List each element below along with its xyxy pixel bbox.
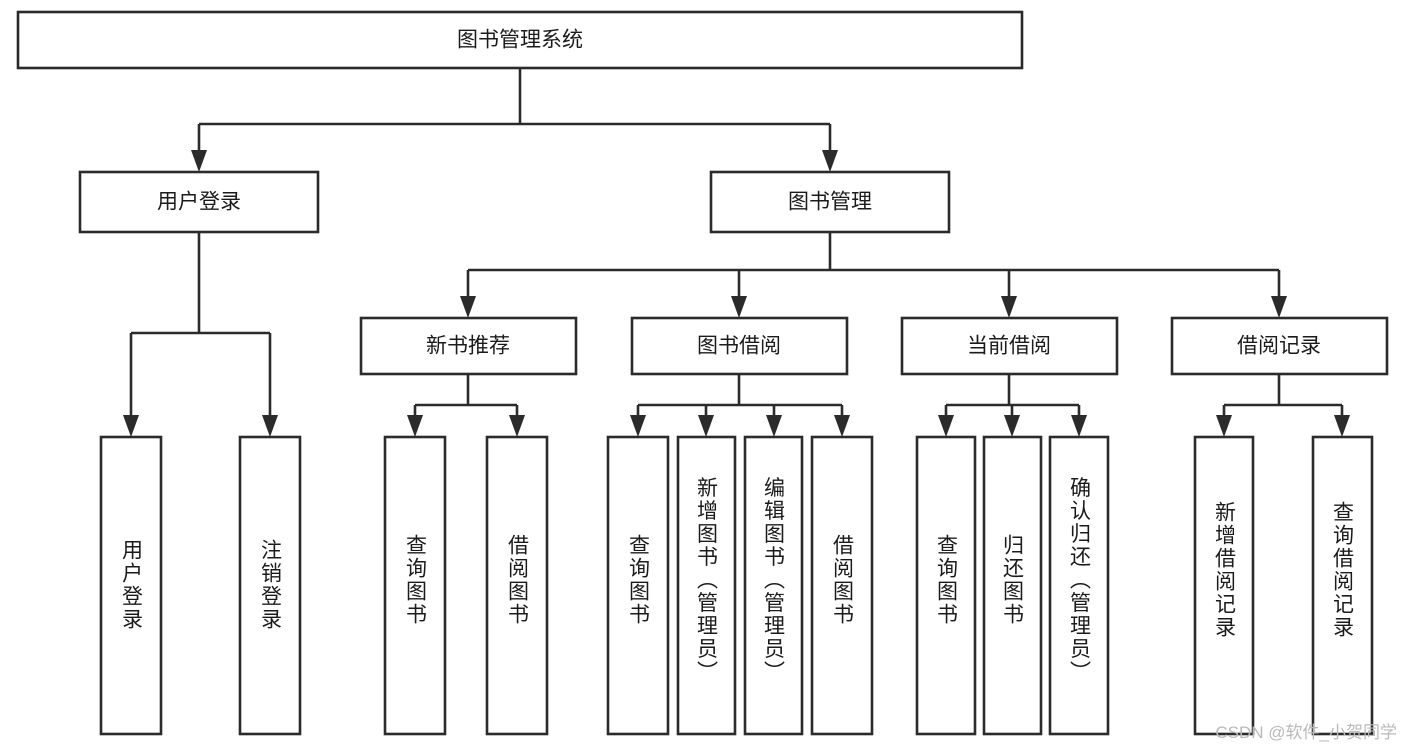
node-borrow-record-box[interactable]	[1170, 316, 1389, 376]
node-current-borrow-label: 当前借阅	[967, 335, 1051, 358]
arrow-head-bb-borrow-book	[834, 415, 850, 437]
node-leaf-nbr-query-book-label: 查询图书	[404, 534, 428, 626]
node-current-borrow[interactable]: 当前借阅	[900, 316, 1119, 376]
node-leaf-bb-borrow-book-box[interactable]	[810, 435, 874, 736]
node-leaf-nbr-query-book[interactable]: 查询图书	[383, 435, 447, 736]
arrow-head-current-borrow	[1001, 296, 1017, 318]
node-leaf-br-query-record-label: 查询借阅记录	[1331, 501, 1355, 639]
node-borrow-record[interactable]: 借阅记录	[1170, 316, 1389, 376]
node-leaf-user-login[interactable]: 用户登录	[99, 435, 163, 736]
node-leaf-nbr-borrow-book-box[interactable]	[485, 435, 549, 736]
node-leaf-nbr-borrow-book[interactable]: 借阅图书	[485, 435, 549, 736]
node-leaf-bb-borrow-book[interactable]: 借阅图书	[810, 435, 874, 736]
arrow-head-br-query-record	[1334, 415, 1350, 437]
arrow-head-nbr-borrow-book	[509, 415, 525, 437]
arrow-head-cb-query-book	[938, 415, 954, 437]
node-leaf-cb-return-book-box[interactable]	[982, 435, 1043, 736]
arrow-head-br-add-record	[1216, 415, 1232, 437]
node-user-login-box[interactable]	[78, 170, 320, 234]
node-user-login-label: 用户登录	[157, 191, 241, 214]
node-leaf-user-login-box[interactable]	[99, 435, 163, 736]
node-root-box[interactable]	[16, 10, 1024, 70]
node-leaf-bb-add-book-label: 新增图书（管理员）	[695, 477, 719, 684]
arrow-head-new-book-rec	[460, 296, 476, 318]
edge-group-new-book-rec	[407, 374, 525, 437]
arrow-head-user-login	[191, 150, 207, 172]
node-leaf-br-add-record-label: 新增借阅记录	[1213, 501, 1237, 639]
node-book-management[interactable]: 图书管理	[709, 170, 951, 234]
node-leaf-cb-query-book[interactable]: 查询图书	[915, 435, 977, 736]
node-leaf-bb-query-book-label: 查询图书	[627, 534, 651, 626]
arrow-head-leaf-user-login	[123, 415, 139, 437]
node-leaf-nbr-borrow-book-label: 借阅图书	[506, 534, 530, 626]
node-leaf-cb-confirm-return[interactable]: 确认归还（管理员）	[1048, 435, 1110, 736]
node-borrow-record-label: 借阅记录	[1237, 335, 1321, 358]
edge-group-root	[191, 68, 838, 172]
node-leaf-cb-return-book-label: 归还图书	[1001, 534, 1025, 626]
node-leaf-cb-query-book-label: 查询图书	[935, 534, 959, 626]
node-leaf-logout-label: 注销登录	[259, 539, 283, 631]
node-leaf-bb-add-book-box[interactable]	[676, 435, 737, 736]
arrow-head-cb-confirm-return	[1071, 415, 1087, 437]
node-leaf-br-query-record-box[interactable]	[1311, 435, 1374, 736]
arrow-head-bb-add-book	[698, 415, 714, 437]
node-new-book-recommend[interactable]: 新书推荐	[359, 316, 578, 376]
arrow-head-cb-return-book	[1004, 415, 1020, 437]
node-leaf-cb-confirm-return-box[interactable]	[1048, 435, 1110, 736]
node-leaf-logout-box[interactable]	[238, 435, 302, 736]
arrow-head-book-mgmt	[822, 150, 838, 172]
edge-group-borrow-record	[1216, 374, 1350, 437]
edge-group-current-borrow	[938, 374, 1087, 437]
node-root-label: 图书管理系统	[457, 29, 583, 52]
node-leaf-cb-return-book[interactable]: 归还图书	[982, 435, 1043, 736]
node-leaf-br-query-record[interactable]: 查询借阅记录	[1311, 435, 1374, 736]
node-leaf-br-add-record-box[interactable]	[1193, 435, 1255, 736]
node-leaf-bb-query-book-box[interactable]	[606, 435, 670, 736]
node-book-borrow-box[interactable]	[630, 316, 849, 376]
node-leaf-nbr-query-book-box[interactable]	[383, 435, 447, 736]
arrow-head-nbr-query-book	[407, 415, 423, 437]
node-leaf-bb-edit-book[interactable]: 编辑图书（管理员）	[743, 435, 804, 736]
arrow-head-bb-edit-book	[766, 415, 782, 437]
node-root-system[interactable]: 图书管理系统	[16, 10, 1024, 70]
arrow-head-bb-query-book	[630, 415, 646, 437]
node-user-login[interactable]: 用户登录	[78, 170, 320, 234]
node-leaf-logout[interactable]: 注销登录	[238, 435, 302, 736]
node-leaf-bb-query-book[interactable]: 查询图书	[606, 435, 670, 736]
edge-group-user-login	[123, 232, 278, 437]
node-leaf-bb-borrow-book-label: 借阅图书	[831, 534, 855, 626]
node-leaf-bb-edit-book-box[interactable]	[743, 435, 804, 736]
arrow-head-leaf-logout	[262, 415, 278, 437]
node-leaf-cb-query-book-box[interactable]	[915, 435, 977, 736]
node-leaf-user-login-label: 用户登录	[120, 539, 144, 631]
node-book-borrow[interactable]: 图书借阅	[630, 316, 849, 376]
edge-group-book-borrow	[630, 374, 850, 437]
node-book-management-label: 图书管理	[788, 191, 872, 214]
arrow-head-book-borrow	[731, 296, 747, 318]
edge-group-book-mgmt	[460, 232, 1287, 318]
node-leaf-bb-add-book[interactable]: 新增图书（管理员）	[676, 435, 737, 736]
node-current-borrow-box[interactable]	[900, 316, 1119, 376]
node-new-book-recommend-label: 新书推荐	[426, 335, 510, 358]
node-leaf-cb-confirm-return-label: 确认归还（管理员）	[1068, 477, 1092, 684]
node-new-book-recommend-box[interactable]	[359, 316, 578, 376]
node-leaf-bb-edit-book-label: 编辑图书（管理员）	[762, 477, 786, 684]
node-leaf-br-add-record[interactable]: 新增借阅记录	[1193, 435, 1255, 736]
node-book-borrow-label: 图书借阅	[697, 335, 781, 358]
arrow-head-borrow-record	[1271, 296, 1287, 318]
node-book-management-box[interactable]	[709, 170, 951, 234]
